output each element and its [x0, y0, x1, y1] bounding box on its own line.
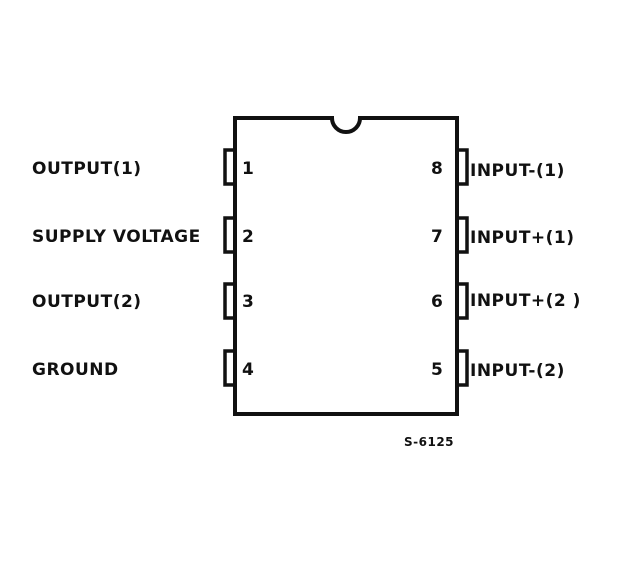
pin-1-label: OUTPUT(1) [32, 159, 142, 179]
pin-8-label: INPUT-(1) [470, 161, 565, 181]
pin-1-number: 1 [242, 159, 254, 179]
pin-5-label: INPUT-(2) [470, 361, 565, 381]
pin-4-label: GROUND [32, 360, 119, 380]
pin-8-number: 8 [431, 159, 443, 179]
pin-1-tab [223, 148, 237, 186]
pin-6-label: INPUT+(2 ) [470, 291, 581, 311]
pin-7-label: INPUT+(1) [470, 228, 575, 248]
pin-2-tab [223, 216, 237, 254]
pin-7-number: 7 [431, 227, 443, 247]
pin-2-label: SUPPLY VOLTAGE [32, 227, 201, 247]
pin-2-number: 2 [242, 227, 254, 247]
pin-7-tab [455, 216, 469, 254]
pin-3-tab [223, 282, 237, 320]
pin-3-number: 3 [242, 292, 254, 312]
pin-8-tab [455, 148, 469, 186]
pin-4-tab [223, 349, 237, 387]
pin-4-number: 4 [242, 360, 254, 380]
pin-6-tab [455, 282, 469, 320]
pin-6-number: 6 [431, 292, 443, 312]
pin-5-number: 5 [431, 360, 443, 380]
pin-5-tab [455, 349, 469, 387]
package-body [233, 116, 459, 416]
reference-code: S-6125 [404, 435, 454, 449]
pin-3-label: OUTPUT(2) [32, 292, 142, 312]
